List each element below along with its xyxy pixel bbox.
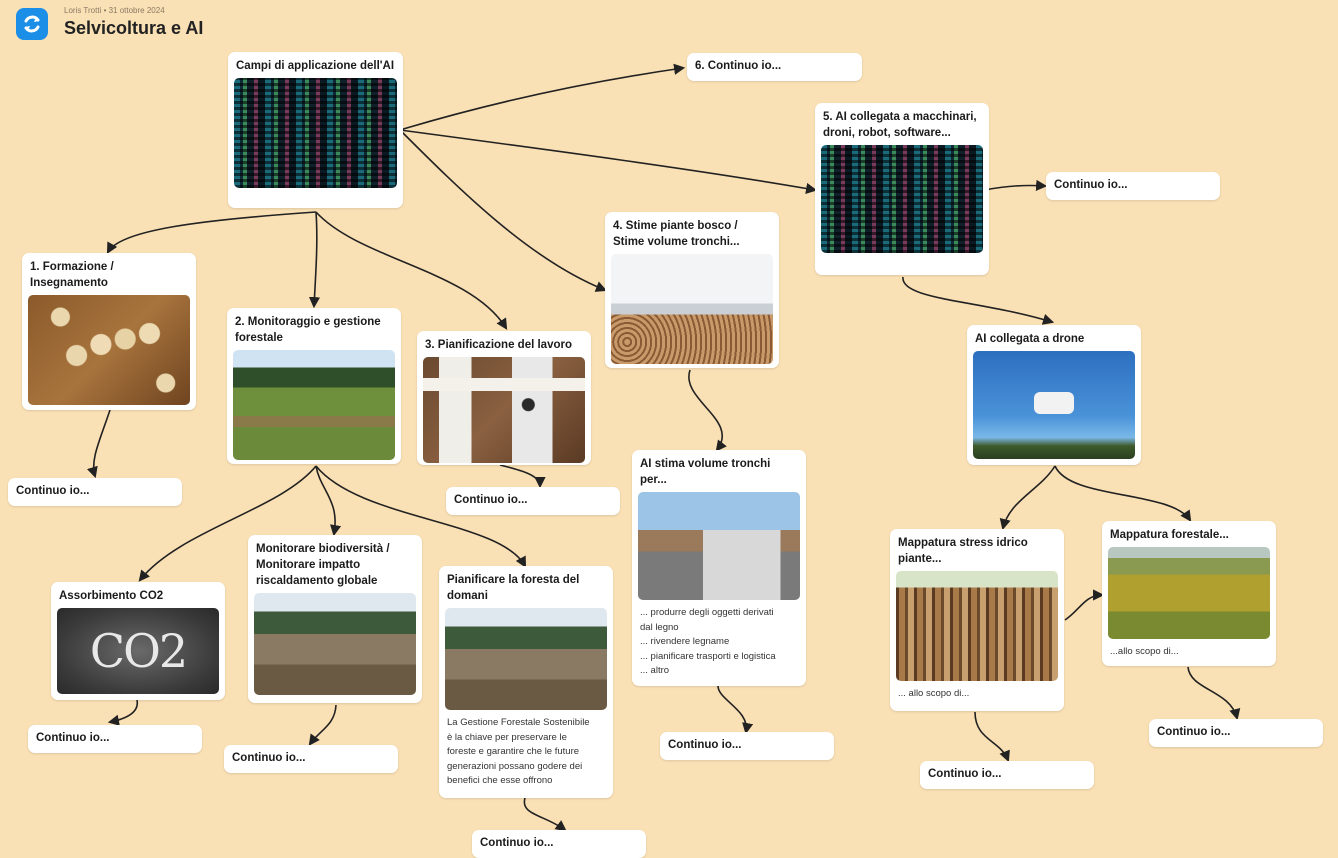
connector: [315, 211, 508, 330]
connector: [1064, 589, 1105, 621]
connector: [106, 211, 317, 254]
connector: [138, 465, 317, 582]
refresh-icon[interactable]: [16, 8, 48, 40]
learning-tiles-image: [28, 295, 190, 405]
card-campi-applicazione[interactable]: Campi di applicazione dell'AI: [228, 52, 403, 208]
card-title: Assorbimento CO2: [59, 590, 164, 602]
card-title: 3. Pianificazione del lavoro: [425, 339, 572, 351]
pill-continuo-6[interactable]: 6. Continuo io...: [687, 53, 862, 81]
card-title: AI stima volume tronchi per...: [640, 458, 771, 486]
card-ai-drone[interactable]: AI collegata a drone: [967, 325, 1141, 465]
pill-continuo[interactable]: Continuo io...: [446, 487, 620, 515]
card-description: La Gestione Forestale Sostenibile è la c…: [447, 717, 590, 786]
card-formazione[interactable]: 1. Formazione / Insegnamento: [22, 253, 196, 410]
connector: [999, 465, 1056, 531]
connector: [399, 129, 818, 194]
connector: [399, 129, 608, 292]
card-title: Mappatura forestale...: [1110, 529, 1229, 541]
aerial-forest-image: [1108, 547, 1270, 639]
pill-continuo[interactable]: Continuo io...: [660, 732, 834, 760]
tree-avenue-image: [896, 571, 1058, 681]
card-title: AI collegata a drone: [975, 333, 1085, 345]
card-title: 5. AI collegata a macchinari, droni, rob…: [823, 111, 977, 139]
desk-image: [423, 357, 585, 463]
pill-continuo[interactable]: Continuo io...: [472, 830, 646, 858]
card-ai-macchinari[interactable]: 5. AI collegata a macchinari, droni, rob…: [815, 103, 989, 275]
connector: [399, 63, 686, 131]
drone-icon: [1034, 392, 1074, 415]
forest-clearing-image: [233, 350, 395, 460]
pill-continuo[interactable]: Continuo io...: [28, 725, 202, 753]
cleared-forest-image: [445, 608, 607, 710]
connector: [984, 179, 1048, 191]
pill-continuo[interactable]: Continuo io...: [920, 761, 1094, 789]
code-screen-image: [234, 78, 397, 188]
connector: [523, 797, 567, 832]
connector: [1054, 465, 1192, 522]
board-meta: Loris Trotti • 31 ottobre 2024: [64, 6, 165, 15]
pill-continuo[interactable]: Continuo io...: [8, 478, 182, 506]
card-assorbimento[interactable]: Assorbimento CO2 CO2: [51, 582, 225, 700]
connector: [315, 465, 342, 537]
drone-image: [973, 351, 1135, 459]
connector: [717, 685, 754, 735]
card-ai-stima[interactable]: AI stima volume tronchi per... ... produ…: [632, 450, 806, 686]
connector: [902, 276, 1055, 325]
pill-continuo[interactable]: Continuo io...: [1149, 719, 1323, 747]
card-title: Mappatura stress idrico piante...: [898, 537, 1028, 565]
cleared-forest-image: [254, 593, 416, 695]
card-title: 4. Stime piante bosco / Stime volume tro…: [613, 220, 740, 248]
code-screen-image: [821, 145, 983, 253]
card-stress-idrico[interactable]: Mappatura stress idrico piante... ... al…: [890, 529, 1064, 711]
connector: [315, 465, 527, 568]
card-description: ... produrre degli oggetti derivati dal …: [640, 607, 776, 676]
connector: [308, 704, 337, 746]
card-biodiversita[interactable]: Monitorare biodiversità / Monitorare imp…: [248, 535, 422, 703]
card-title: Monitorare biodiversità / Monitorare imp…: [256, 543, 390, 587]
card-foresta-domani[interactable]: Pianificare la foresta del domani La Ges…: [439, 566, 613, 798]
co2-label: CO2: [89, 624, 188, 678]
connector: [107, 699, 138, 726]
card-mappatura-forestale[interactable]: Mappatura forestale... ...allo scopo di.…: [1102, 521, 1276, 666]
pill-continuo[interactable]: Continuo io...: [1046, 172, 1220, 200]
board-title: Selvicoltura e AI: [64, 18, 204, 38]
connector: [308, 211, 321, 309]
card-stime[interactable]: 4. Stime piante bosco / Stime volume tro…: [605, 212, 779, 368]
connector: [688, 369, 727, 452]
log-truck-image: [638, 492, 800, 600]
card-description: ...allo scopo di...: [1110, 646, 1179, 657]
card-title: 2. Monitoraggio e gestione forestale: [235, 316, 381, 344]
pill-continuo[interactable]: Continuo io...: [224, 745, 398, 773]
connector: [974, 711, 1010, 763]
card-title: Campi di applicazione dell'AI: [236, 60, 395, 72]
card-pianificazione[interactable]: 3. Pianificazione del lavoro: [417, 331, 591, 465]
card-title: Pianificare la foresta del domani: [447, 574, 580, 602]
card-description: ... allo scopo di...: [898, 688, 970, 699]
connector: [86, 409, 111, 479]
card-monitoraggio[interactable]: 2. Monitoraggio e gestione forestale: [227, 308, 401, 464]
connector: [499, 464, 546, 489]
card-title: 1. Formazione / Insegnamento: [30, 261, 114, 289]
log-pile-image: [611, 254, 773, 364]
connector: [1187, 666, 1241, 721]
co2-chalkboard-image: CO2: [57, 608, 219, 694]
